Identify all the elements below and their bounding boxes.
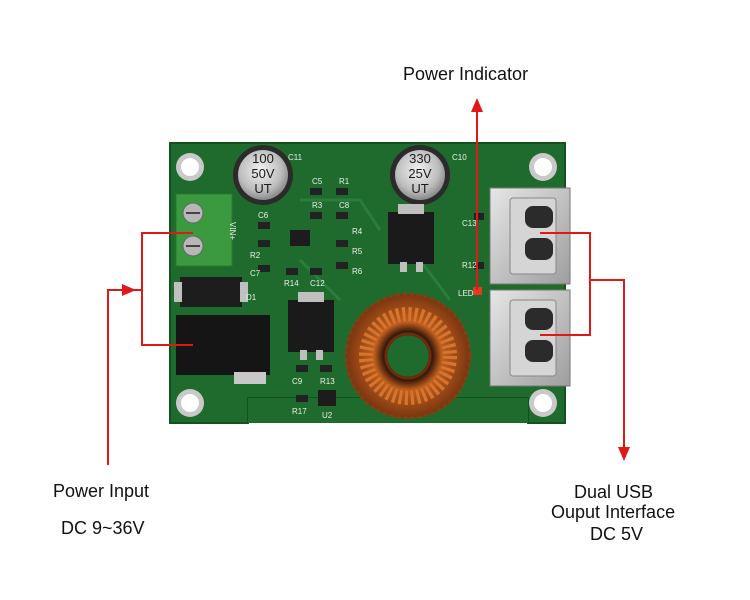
- cap-right-brand: UT: [411, 181, 428, 196]
- power-input-range: DC 9~36V: [61, 518, 145, 538]
- mounting-hole: [529, 389, 557, 417]
- silk-c12: C12: [310, 279, 325, 288]
- silk-r12: R12: [462, 261, 477, 270]
- power-indicator-label: Power Indicator: [403, 64, 529, 84]
- screw-terminal: [175, 193, 233, 267]
- usb-port-top: [489, 187, 571, 285]
- cap-left-brand: UT: [254, 181, 271, 196]
- mounting-hole: [176, 153, 204, 181]
- silk-d1: D1: [246, 293, 257, 302]
- power-input-arrow: [107, 232, 193, 465]
- silk-c13: C13: [462, 219, 477, 228]
- power-indicator-arrow: [471, 98, 483, 290]
- silk-r4: R4: [352, 227, 363, 236]
- smd-components: [258, 188, 484, 402]
- cap-right-value: 330: [409, 151, 431, 166]
- cap-left-voltage: 50V: [251, 166, 274, 181]
- ic-chip: [290, 230, 310, 246]
- dc-barrel-jack: [176, 315, 270, 384]
- usb-port-bottom: [489, 289, 571, 387]
- silk-c9: C9: [292, 377, 303, 386]
- silk-r3: R3: [312, 201, 323, 210]
- silk-r14: R14: [284, 279, 299, 288]
- silk-r13: R13: [320, 377, 335, 386]
- silk-c10: C10: [452, 153, 467, 162]
- silk-u2: U2: [322, 411, 333, 420]
- capacitor-330uf: 330 25V UT: [390, 145, 450, 205]
- cap-right-voltage: 25V: [408, 166, 431, 181]
- silk-r6: R6: [352, 267, 363, 276]
- mosfet-bottom: [288, 292, 334, 360]
- usb-label-line1: Dual USB: [574, 482, 654, 502]
- mounting-hole: [529, 153, 557, 181]
- silk-r5: R5: [352, 247, 363, 256]
- mosfet-top: [388, 204, 434, 272]
- silk-c8: C8: [339, 201, 350, 210]
- silk-vin: VIN+: [228, 222, 237, 240]
- usb-output-arrow: [540, 232, 630, 461]
- silk-c6: C6: [258, 211, 269, 220]
- toroid-inductor: [344, 292, 472, 420]
- usb-label-line3: DC 5V: [590, 524, 644, 544]
- silk-r1: R1: [339, 177, 350, 186]
- silk-r2: R2: [250, 251, 261, 260]
- diode-d1: [174, 277, 248, 307]
- ic-u2: [318, 390, 336, 406]
- silk-c7: C7: [250, 269, 261, 278]
- capacitor-100uf: 100 50V UT: [233, 145, 293, 205]
- power-input-label: Power Input: [53, 481, 150, 501]
- usb-label-line2: Ouput Interface: [551, 502, 676, 522]
- silk-led: LED: [458, 289, 474, 298]
- silk-c11: C11: [288, 153, 303, 162]
- cap-left-value: 100: [252, 151, 274, 166]
- mounting-hole: [176, 389, 204, 417]
- silk-r17: R17: [292, 407, 307, 416]
- silk-c5: C5: [312, 177, 323, 186]
